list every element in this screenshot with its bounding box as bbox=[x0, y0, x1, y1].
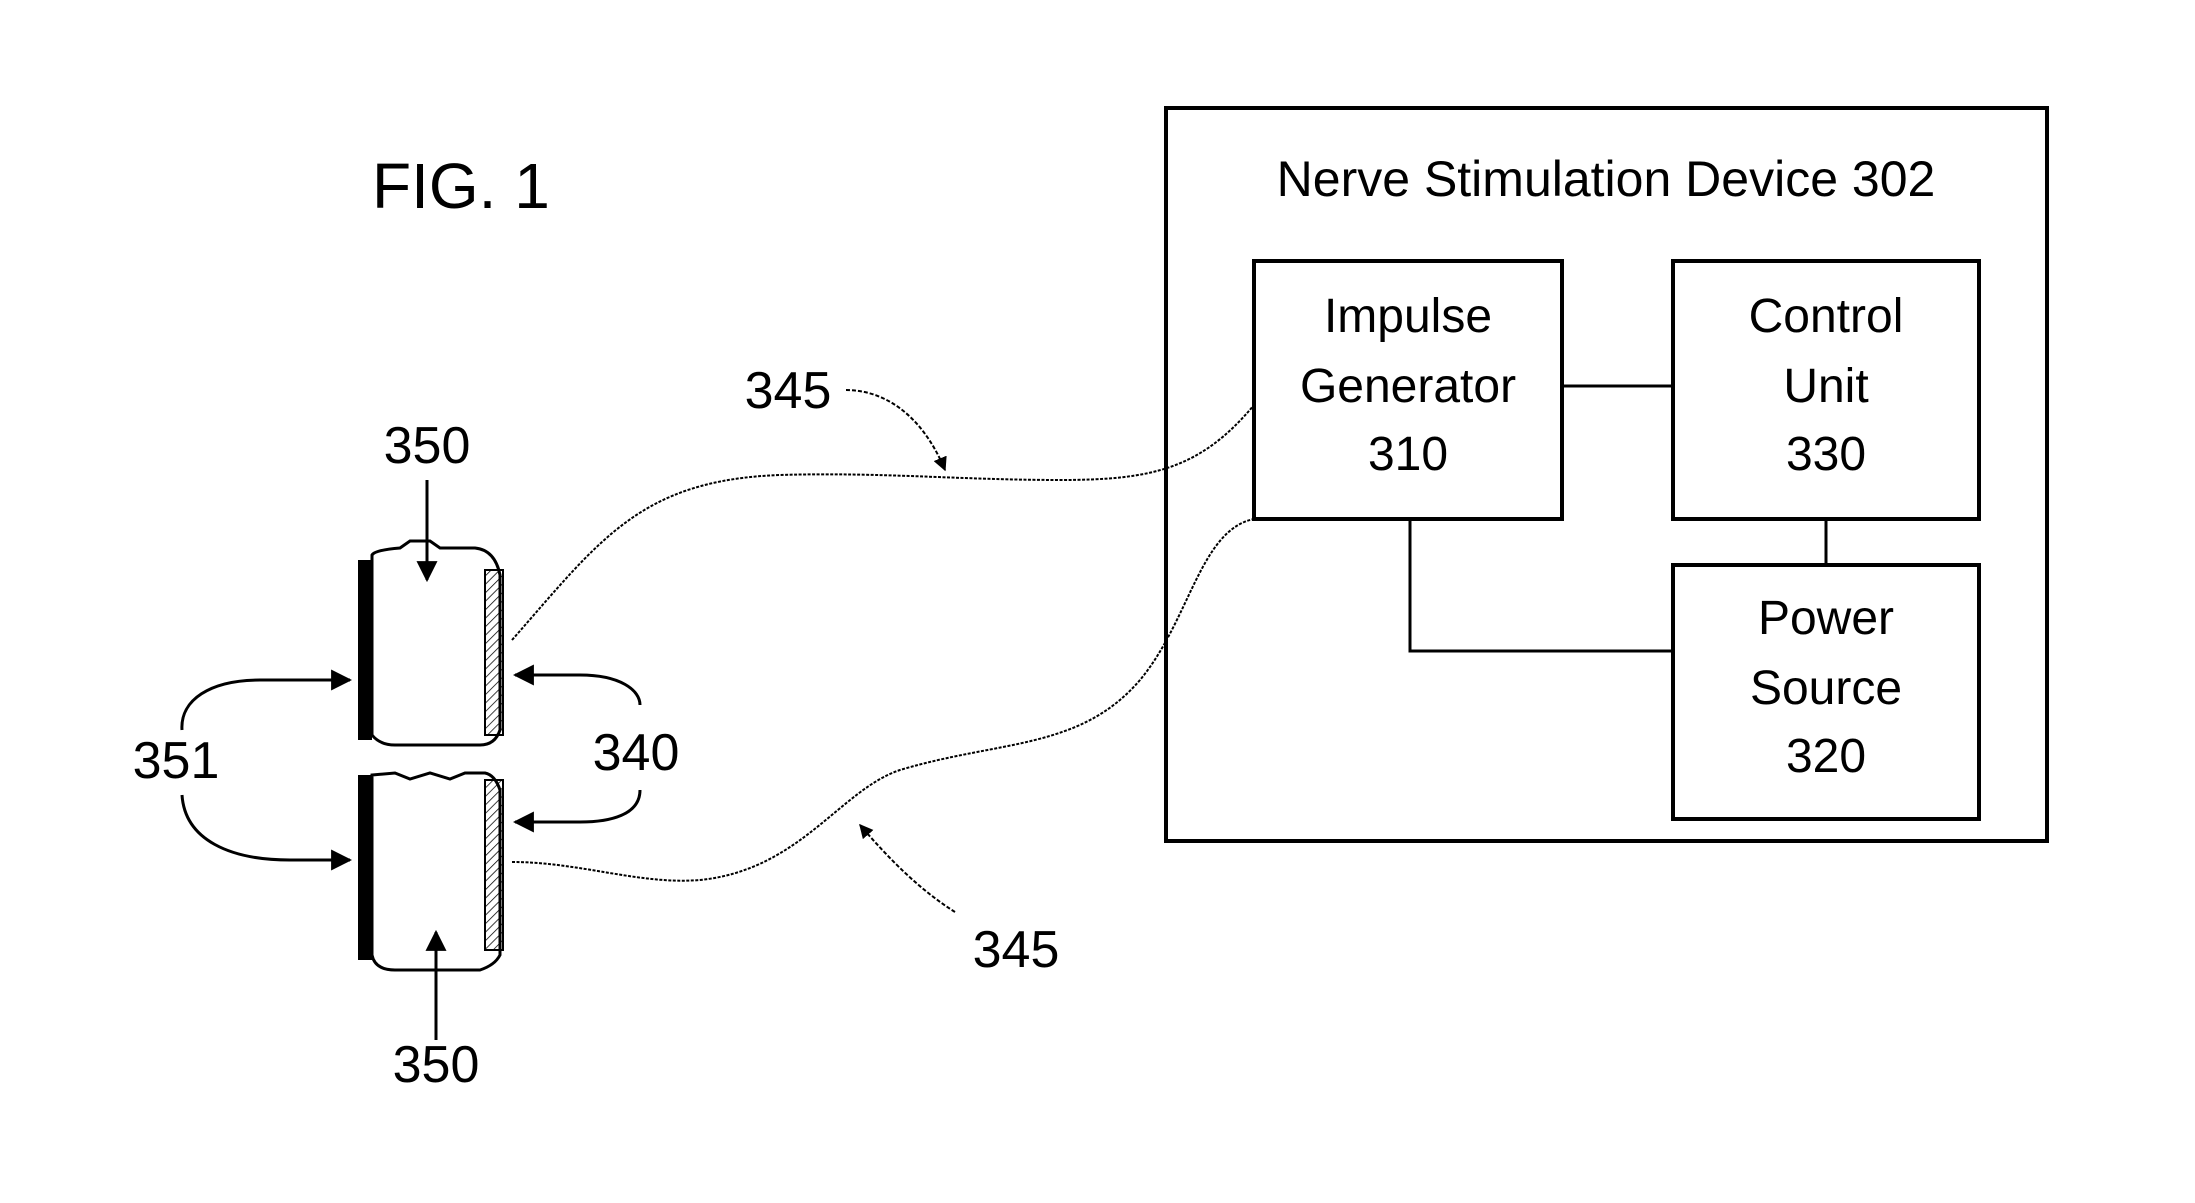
device-outer-box bbox=[1164, 106, 2049, 843]
ref-label-345-top: 345 bbox=[745, 362, 832, 420]
figure-label: FIG. 1 bbox=[372, 150, 550, 222]
leader-340-top bbox=[512, 664, 642, 706]
device-title: Nerve Stimulation Device 302 bbox=[1277, 151, 1936, 207]
power-source-block: Power Source 320 bbox=[1671, 563, 1981, 821]
power-source-line-2: Source bbox=[1750, 662, 1902, 715]
electrode-bottom-contact bbox=[484, 779, 504, 951]
leader-351-top bbox=[180, 669, 353, 731]
power-source-line-3: 320 bbox=[1786, 730, 1866, 783]
ref-label-340: 340 bbox=[593, 724, 680, 782]
leader-351-bottom bbox=[180, 794, 353, 871]
ref-label-350-top: 350 bbox=[384, 417, 471, 475]
lead-wire-top bbox=[511, 404, 1255, 641]
electrode-bottom-body bbox=[370, 771, 502, 972]
electrode-top-backing bbox=[358, 560, 372, 740]
electrode-top-contact bbox=[484, 569, 504, 736]
impulse-generator-line-3: 310 bbox=[1368, 428, 1448, 481]
impulse-generator-line-1: Impulse bbox=[1324, 290, 1492, 343]
electrode-top-body bbox=[370, 539, 502, 747]
control-unit-line-2: Unit bbox=[1783, 360, 1868, 413]
ref-label-351: 351 bbox=[133, 732, 220, 790]
control-unit-line-3: 330 bbox=[1786, 428, 1866, 481]
control-unit-block: Control Unit 330 bbox=[1671, 259, 1981, 521]
lead-wire-bottom bbox=[511, 518, 1255, 882]
impulse-generator-box bbox=[1252, 259, 1564, 521]
electrode-bottom-backing bbox=[358, 775, 372, 960]
impulse-generator-line-2: Generator bbox=[1300, 360, 1516, 413]
leader-340-bottom bbox=[512, 789, 642, 833]
leader-345-top bbox=[845, 389, 947, 472]
ref-label-350-bottom: 350 bbox=[393, 1036, 480, 1094]
leader-345-bottom bbox=[859, 823, 956, 913]
ref-label-345-bottom: 345 bbox=[973, 921, 1060, 979]
control-unit-line-1: Control bbox=[1749, 290, 1904, 343]
connector-generator-power bbox=[1408, 519, 1673, 653]
impulse-generator-block: Impulse Generator 310 bbox=[1252, 259, 1564, 521]
electrode-top bbox=[358, 539, 504, 747]
electrode-bottom bbox=[358, 771, 504, 972]
power-source-line-1: Power bbox=[1758, 592, 1894, 645]
